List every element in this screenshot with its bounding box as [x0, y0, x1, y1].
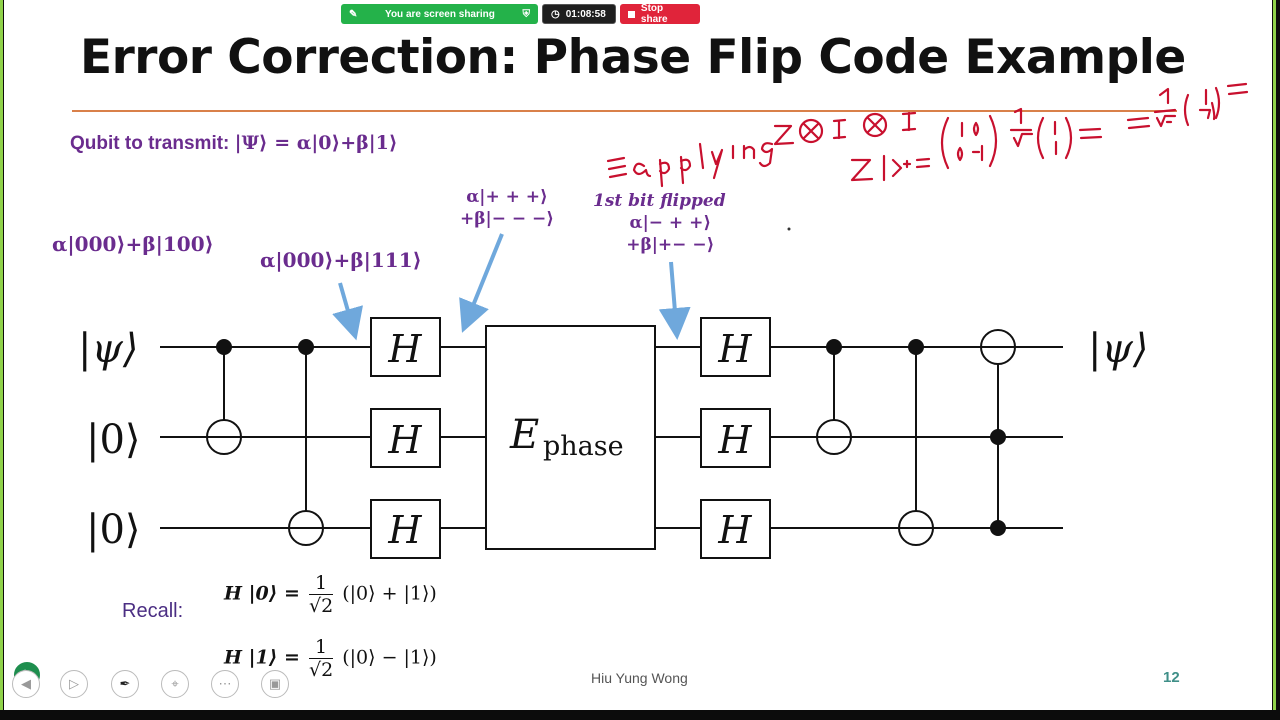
back-icon[interactable]: ◀ — [12, 670, 40, 698]
sharing-text: You are screen sharing — [385, 8, 495, 20]
h-label: H — [387, 418, 422, 462]
error-label: E — [509, 412, 539, 458]
h-label: H — [717, 508, 752, 552]
control-dot — [826, 339, 842, 355]
title-rule — [72, 110, 1177, 112]
control-dot — [908, 339, 924, 355]
state-plus-line1: α|+ + +⟩ — [466, 187, 548, 207]
h-label: H — [717, 418, 752, 462]
frac-den: √2 — [308, 659, 334, 681]
hadamard-eq-2: H |1⟩ = 1 √2 (|0⟩ − |1⟩) — [224, 636, 437, 681]
h-gate — [370, 317, 441, 377]
frac-num: 1 — [308, 572, 334, 595]
state-after-second-cnot: α|000⟩+β|111⟩ — [260, 248, 422, 272]
flip-line2: +β|+− −⟩ — [626, 235, 715, 255]
more-icon[interactable]: ⋯ — [211, 670, 239, 698]
stop-share-label: Stop share — [640, 3, 668, 25]
slide-title: Error Correction: Phase Flip Code Exampl… — [80, 30, 1186, 85]
state-after-error: 1st bit flipped α|− + +⟩ +β|+− −⟩ — [593, 190, 726, 256]
control-dot — [298, 339, 314, 355]
pointer-icon[interactable]: ⌖ — [161, 670, 189, 698]
input-label-1: |ψ⟩ — [78, 326, 138, 372]
eq2-left: H |1⟩ = — [224, 646, 300, 669]
control-dot — [990, 520, 1006, 536]
flip-state: α|− + +⟩ +β|+− −⟩ — [615, 212, 726, 256]
hadamard-eq-1: H |0⟩ = 1 √2 (|0⟩ + |1⟩) — [224, 572, 437, 617]
h-gate — [370, 408, 441, 468]
page-number: 12 — [1163, 669, 1180, 686]
arrow-2 — [459, 233, 504, 333]
h-label: H — [387, 508, 422, 552]
transmit-state: |Ψ⟩ = α|0⟩+β|1⟩ — [234, 132, 398, 154]
state-plus-line2: +β|− − −⟩ — [460, 209, 555, 229]
input-label-2: |0⟩ — [86, 417, 141, 463]
h-gate — [700, 499, 771, 559]
sharing-status[interactable]: ✎ You are screen sharing ⛨ — [341, 4, 538, 24]
frac-num: 1 — [308, 636, 334, 659]
eq1-right: (|0⟩ + |1⟩) — [342, 582, 437, 605]
eq2-right: (|0⟩ − |1⟩) — [342, 646, 437, 669]
eq1-left: H |0⟩ = — [224, 582, 300, 605]
frac-den: √2 — [308, 595, 334, 617]
flip-line1: α|− + +⟩ — [629, 213, 712, 233]
right-edge — [1273, 0, 1276, 710]
h-gate — [700, 317, 771, 377]
stop-icon — [628, 10, 635, 18]
footer-author: Hiu Yung Wong — [591, 670, 688, 686]
screen-share-bar: ✎ You are screen sharing ⛨ ◷ 01:08:58 St… — [341, 3, 700, 25]
state-after-hadamard: α|+ + +⟩ +β|− − −⟩ — [460, 186, 554, 230]
screen-icon[interactable]: ▣ — [261, 670, 289, 698]
control-dot — [216, 339, 232, 355]
input-label-3: |0⟩ — [86, 507, 141, 553]
fraction: 1 √2 — [308, 572, 334, 617]
qubit-to-transmit: Qubit to transmit: |Ψ⟩ = α|0⟩+β|1⟩ — [70, 132, 398, 155]
pen-icon: ✎ — [349, 8, 358, 20]
control-dot — [990, 429, 1006, 445]
h-gate — [700, 408, 771, 468]
shield-check-icon: ⛨ — [522, 8, 531, 20]
h-label: H — [717, 327, 752, 371]
h-gate — [370, 499, 441, 559]
h-label: H — [387, 327, 422, 371]
left-edge — [0, 0, 3, 710]
share-timer: ◷ 01:08:58 — [542, 4, 616, 24]
play-icon[interactable]: ▷ — [60, 670, 88, 698]
error-gate — [485, 325, 656, 550]
stop-share-button[interactable]: Stop share — [620, 3, 700, 25]
arrow-3 — [658, 261, 691, 340]
error-subscript: phase — [543, 431, 624, 462]
clock-icon: ◷ — [551, 8, 560, 20]
transmit-label: Qubit to transmit: — [70, 133, 230, 154]
fraction: 1 √2 — [308, 636, 334, 681]
state-after-first-cnot: α|000⟩+β|100⟩ — [52, 232, 214, 256]
flip-note: 1st bit flipped — [593, 191, 726, 211]
pen-tool-icon[interactable]: ✒ — [111, 670, 139, 698]
timer-text: 01:08:58 — [565, 8, 606, 20]
output-label: |ψ⟩ — [1088, 326, 1148, 372]
recall-label: Recall: — [122, 600, 184, 622]
arrow-1 — [332, 282, 363, 341]
